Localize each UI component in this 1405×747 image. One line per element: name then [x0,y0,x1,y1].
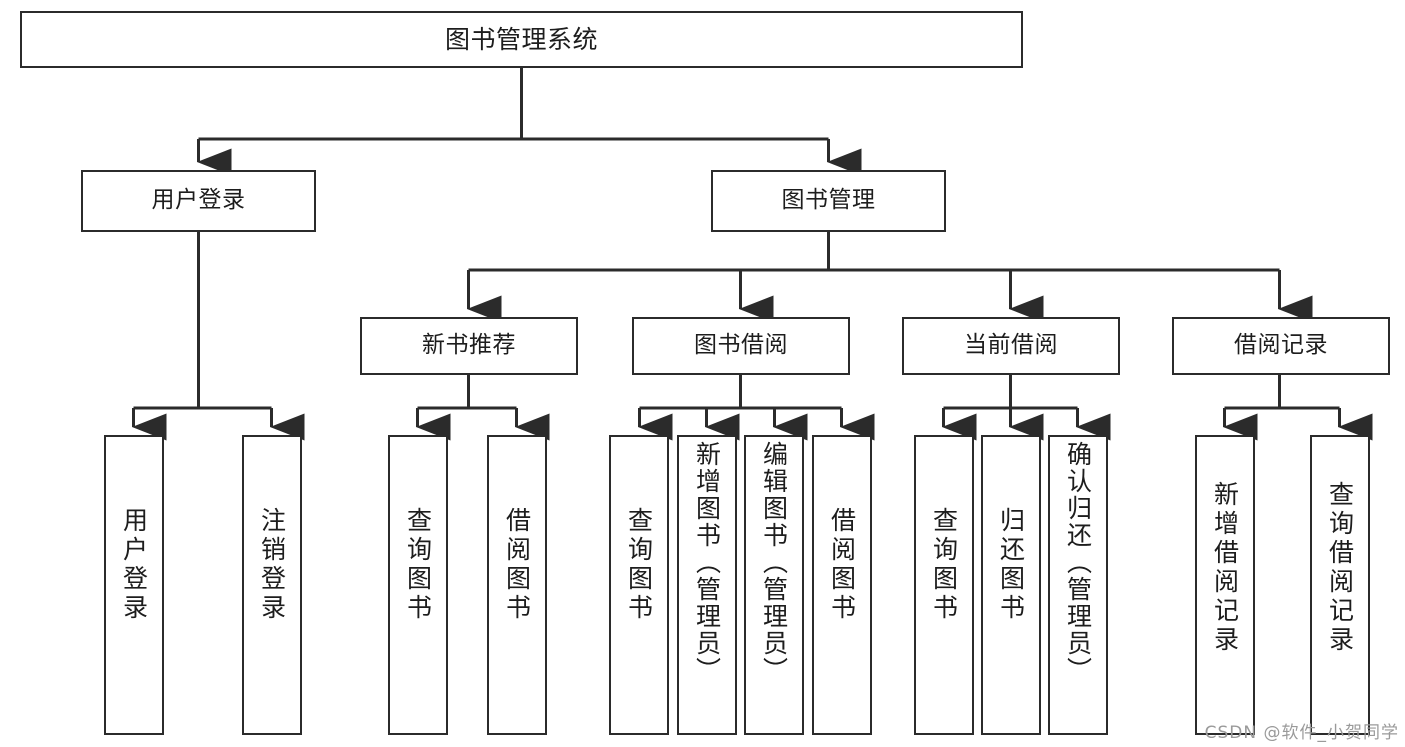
node-label: 查询借阅记录 [1325,481,1355,655]
node-label: 借阅记录 [1234,332,1328,359]
leaf-query-books-current[interactable]: 查询图书 [914,435,974,735]
node-label: 图书管理系统 [444,24,598,54]
leaf-confirm-return-admin[interactable]: 确认归还（管理员） [1048,435,1108,735]
leaf-add-book-admin[interactable]: 新增图书（管理员） [677,435,737,735]
node-label: 查询图书 [624,507,654,623]
leaf-edit-book-admin[interactable]: 编辑图书（管理员） [744,435,804,735]
csdn-watermark: CSDN @软件_小贺同学 [1204,723,1399,743]
node-label: 注销登录 [257,507,287,623]
node-label: 当前借阅 [964,332,1058,359]
leaf-user-login[interactable]: 用户登录 [104,435,164,735]
node-root-book-management-system[interactable]: 图书管理系统 [20,11,1023,68]
node-borrow-records[interactable]: 借阅记录 [1172,317,1390,375]
node-label: 查询图书 [929,507,959,623]
node-label: 新书推荐 [422,332,516,359]
node-label: 归还图书 [996,507,1026,623]
node-label: 用户登录 [151,187,246,214]
leaf-query-books-borrow[interactable]: 查询图书 [609,435,669,735]
node-book-borrowing[interactable]: 图书借阅 [632,317,850,375]
node-label: 编辑图书（管理员） [759,441,789,684]
leaf-query-books-new[interactable]: 查询图书 [388,435,448,735]
leaf-add-borrow-record[interactable]: 新增借阅记录 [1195,435,1255,735]
node-label: 图书管理 [781,187,876,214]
leaf-query-borrow-record[interactable]: 查询借阅记录 [1310,435,1370,735]
node-book-management[interactable]: 图书管理 [711,170,946,232]
node-current-borrowing[interactable]: 当前借阅 [902,317,1120,375]
node-user-login[interactable]: 用户登录 [81,170,316,232]
node-label: 查询图书 [403,507,433,623]
node-label: 确认归还（管理员） [1063,441,1093,684]
node-label: 图书借阅 [694,332,788,359]
leaf-borrow-books[interactable]: 借阅图书 [812,435,872,735]
node-new-book-recommendation[interactable]: 新书推荐 [360,317,578,375]
node-label: 借阅图书 [827,507,857,623]
node-label: 借阅图书 [502,507,532,623]
leaf-logout[interactable]: 注销登录 [242,435,302,735]
node-label: 用户登录 [119,507,149,623]
node-label: 新增借阅记录 [1210,481,1240,655]
leaf-borrow-books-new[interactable]: 借阅图书 [487,435,547,735]
leaf-return-books[interactable]: 归还图书 [981,435,1041,735]
node-label: 新增图书（管理员） [692,441,722,684]
